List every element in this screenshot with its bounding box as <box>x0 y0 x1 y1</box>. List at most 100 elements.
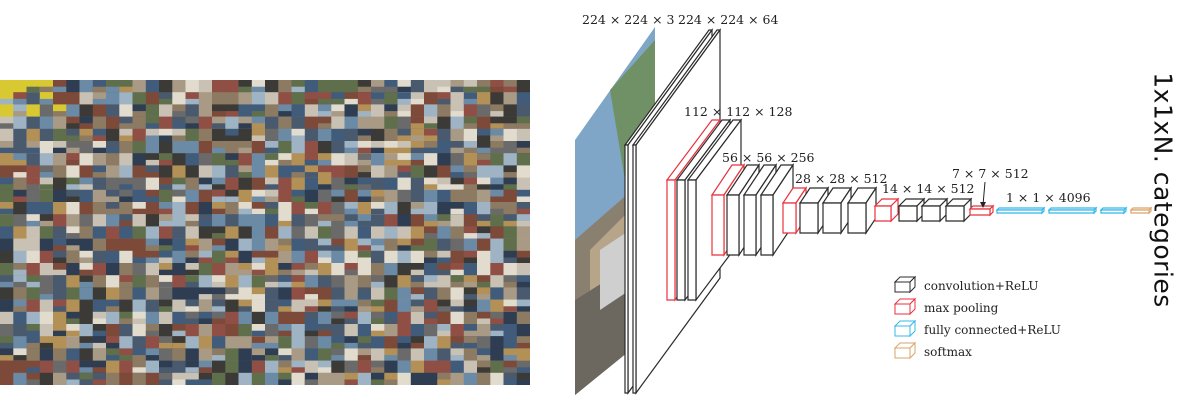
mosaic-thumbnail <box>225 324 239 337</box>
mosaic-thumbnail <box>212 80 226 93</box>
mosaic-thumbnail-detail <box>463 135 478 141</box>
mosaic-thumbnail <box>304 214 319 227</box>
mosaic-thumbnail <box>13 128 27 142</box>
mosaic-thumbnail-detail <box>397 159 412 166</box>
mosaic-thumbnail-detail <box>516 342 531 349</box>
mosaic-thumbnail <box>79 104 94 117</box>
mosaic-thumbnail <box>344 324 359 337</box>
mosaic-thumbnail <box>13 311 27 325</box>
mosaic-thumbnail-detail <box>437 245 451 251</box>
mosaic-thumbnail <box>371 177 385 191</box>
mosaic-thumbnail-detail <box>463 281 478 288</box>
mosaic-thumbnail-detail <box>92 330 107 337</box>
mosaic-thumbnail-detail <box>357 245 372 251</box>
mosaic-thumbnail-detail <box>185 306 200 312</box>
label-conv1-dim: 224 × 224 × 64 <box>678 12 779 27</box>
mosaic-thumbnail-detail <box>198 220 213 227</box>
mosaic-thumbnail-detail <box>238 123 253 129</box>
mosaic-thumbnail <box>503 202 518 215</box>
mosaic-thumbnail-detail <box>265 281 279 288</box>
mosaic-thumbnail-detail <box>66 147 80 154</box>
mosaic-thumbnail-detail <box>437 86 451 93</box>
mosaic-thumbnail-detail <box>450 355 465 361</box>
mosaic-thumbnail-detail <box>132 257 147 263</box>
mosaic-thumbnail <box>304 141 319 154</box>
mosaic-thumbnail <box>344 104 359 117</box>
mosaic-thumbnail-detail <box>291 196 306 202</box>
mosaic-thumbnail-detail <box>265 208 279 215</box>
mosaic-thumbnail-detail <box>145 355 160 361</box>
mosaic-thumbnail <box>212 360 226 374</box>
mosaic-thumbnail-detail <box>503 281 518 288</box>
mosaic-thumbnail-detail <box>212 233 226 239</box>
mosaic-thumbnail <box>53 92 67 105</box>
mosaic-thumbnail <box>66 360 80 374</box>
mosaic-thumbnail <box>437 189 451 203</box>
mosaic-thumbnail <box>119 202 133 215</box>
mosaic-thumbnail <box>39 141 54 154</box>
mosaic-thumbnail <box>490 275 504 288</box>
mosaic-thumbnail-detail <box>159 184 173 190</box>
mosaic-thumbnail <box>357 372 372 386</box>
mosaic-thumbnail <box>172 92 186 105</box>
mosaic-thumbnail <box>53 116 67 130</box>
mosaic-thumbnail <box>53 372 67 386</box>
mosaic-thumbnail <box>291 311 306 325</box>
mosaic-thumbnail-detail <box>212 281 226 288</box>
mosaic-thumbnail <box>503 153 518 166</box>
mosaic-thumbnail-detail <box>318 330 332 337</box>
mosaic-thumbnail <box>463 311 478 325</box>
mosaic-thumbnail <box>225 360 239 374</box>
mosaic-grid <box>0 80 531 398</box>
mosaic-thumbnail <box>92 263 107 276</box>
mosaic-thumbnail <box>53 348 67 361</box>
mosaic-thumbnail-detail <box>106 208 120 215</box>
mosaic-thumbnail-detail <box>357 147 372 154</box>
mosaic-thumbnail-detail <box>357 135 372 141</box>
pool5-pointer-arrow <box>980 202 986 208</box>
mosaic-thumbnail-detail <box>251 208 266 215</box>
mosaic-thumbnail <box>477 336 491 349</box>
mosaic-thumbnail-detail <box>371 281 385 288</box>
mosaic-thumbnail-detail <box>251 257 266 263</box>
mosaic-thumbnail <box>477 299 491 313</box>
mosaic-thumbnail-detail <box>304 269 319 276</box>
mosaic-thumbnail <box>13 80 27 93</box>
mosaic-thumbnail-detail <box>66 196 80 202</box>
mosaic-thumbnail <box>119 299 133 313</box>
mosaic-thumbnail <box>225 226 239 239</box>
mosaic-thumbnail-detail <box>371 318 385 324</box>
mosaic-thumbnail-detail <box>79 379 94 385</box>
mosaic-thumbnail <box>291 287 306 300</box>
mosaic-thumbnail-detail <box>265 220 279 227</box>
mosaic-thumbnail-detail <box>13 208 27 215</box>
mosaic-thumbnail-detail <box>132 111 147 117</box>
mosaic-thumbnail <box>132 336 147 349</box>
mosaic-thumbnail-detail <box>371 355 385 361</box>
label-conv4-dim: 28 × 28 × 512 <box>795 171 888 186</box>
mosaic-thumbnail <box>251 226 266 239</box>
mosaic-thumbnail <box>503 226 518 239</box>
mosaic-thumbnail <box>251 214 266 227</box>
mosaic-thumbnail <box>344 275 359 288</box>
mosaic-thumbnail-detail <box>92 98 107 105</box>
mosaic-thumbnail <box>424 263 438 276</box>
mosaic-thumbnail <box>119 287 133 300</box>
mosaic-thumbnail-detail <box>238 367 253 373</box>
mosaic-thumbnail-detail <box>198 184 213 190</box>
mosaic-thumbnail <box>238 214 253 227</box>
mosaic-thumbnail <box>185 153 200 166</box>
mosaic-thumbnail <box>132 226 147 239</box>
mosaic-thumbnail <box>119 372 133 386</box>
mosaic-thumbnail <box>251 372 266 386</box>
mosaic-thumbnail <box>13 238 27 252</box>
mosaic-thumbnail-detail <box>344 342 359 349</box>
mosaic-thumbnail-detail <box>397 306 412 312</box>
mosaic-thumbnail-detail <box>79 281 94 288</box>
mosaic-thumbnail-detail <box>0 355 14 361</box>
mosaic-thumbnail-detail <box>79 257 94 263</box>
mosaic-thumbnail-detail <box>278 330 292 337</box>
mosaic-thumbnail-detail <box>251 294 266 300</box>
mosaic-thumbnail-detail <box>212 147 226 154</box>
mosaic-thumbnail <box>477 202 491 215</box>
